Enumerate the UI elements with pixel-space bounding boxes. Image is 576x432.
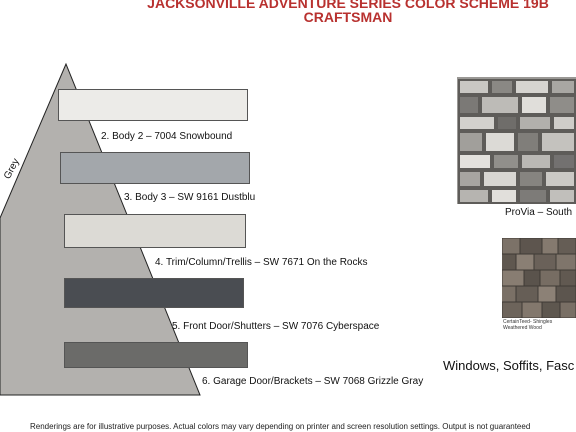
swatch-body-2	[58, 89, 248, 121]
swatch-label-body-3: 3. Body 3 – SW 9161 Dustblu	[124, 192, 256, 203]
swatch-front-door	[64, 278, 244, 308]
swatch-body-3	[60, 152, 250, 184]
swatch-garage-door	[64, 342, 248, 368]
swatch-label-body-2: 2. Body 2 – 7004 Snowbound	[101, 131, 233, 142]
stone-caption: ProVia – South	[505, 207, 573, 218]
shingle-caption-line2: Weathered Wood	[503, 325, 542, 331]
swatch-label-garage-door: 6. Garage Door/Brackets – SW 7068 Grizzl…	[202, 376, 424, 387]
swatch-label-front-door: 5. Front Door/Shutters – SW 7076 Cybersp…	[172, 321, 380, 332]
swatch-trim	[64, 214, 246, 248]
swatch-label-trim: 4. Trim/Column/Trellis – SW 7671 On the …	[155, 257, 368, 268]
side-heading: Windows, Soffits, Fasc	[443, 358, 575, 373]
footer-disclaimer: Renderings are for illustrative purposes…	[30, 422, 531, 431]
page-title-line2: CRAFTSMAN	[303, 9, 393, 25]
shingle-sample-image	[502, 238, 576, 333]
shingle-caption-line1: CertainTeed- Shingles	[503, 319, 553, 325]
stone-sample-image	[457, 77, 576, 204]
page-title-line1: JACKSONVILLE ADVENTURE SERIES COLOR SCHE…	[147, 0, 549, 11]
